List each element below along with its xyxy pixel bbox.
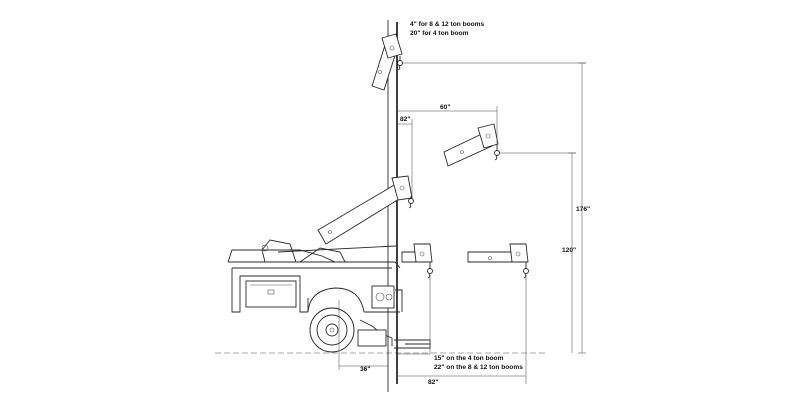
boom-position-vertical: [371, 33, 403, 91]
top-note-line2: 20" for 4 ton boom: [410, 30, 469, 37]
dim-36-label: 36": [360, 366, 370, 373]
dimension-lines: [338, 62, 586, 384]
height-120-label: 120": [562, 247, 576, 254]
dim-82-bottom-label: 82": [428, 379, 438, 386]
height-176-label: 176": [576, 206, 590, 213]
bottom-note-line2: 22" on the 8 & 12 ton booms: [434, 364, 523, 371]
boom-position-angled-mid: [317, 175, 414, 245]
reach-60-label: 60": [440, 104, 450, 111]
top-note-line1: 4" for 8 & 12 ton booms: [410, 21, 485, 28]
bottom-note-line1: 15" on the 4 ton boom: [434, 355, 504, 362]
rear-wheel: [309, 307, 355, 353]
reference-lines: [387, 20, 398, 392]
boom-position-angled-upper: [443, 123, 500, 167]
boom-position-horizontal-extended: [467, 243, 529, 279]
boom-position-horizontal-retracted: [401, 243, 433, 279]
truck-body: [227, 239, 431, 353]
offset-82-top-label: 82": [400, 116, 410, 123]
